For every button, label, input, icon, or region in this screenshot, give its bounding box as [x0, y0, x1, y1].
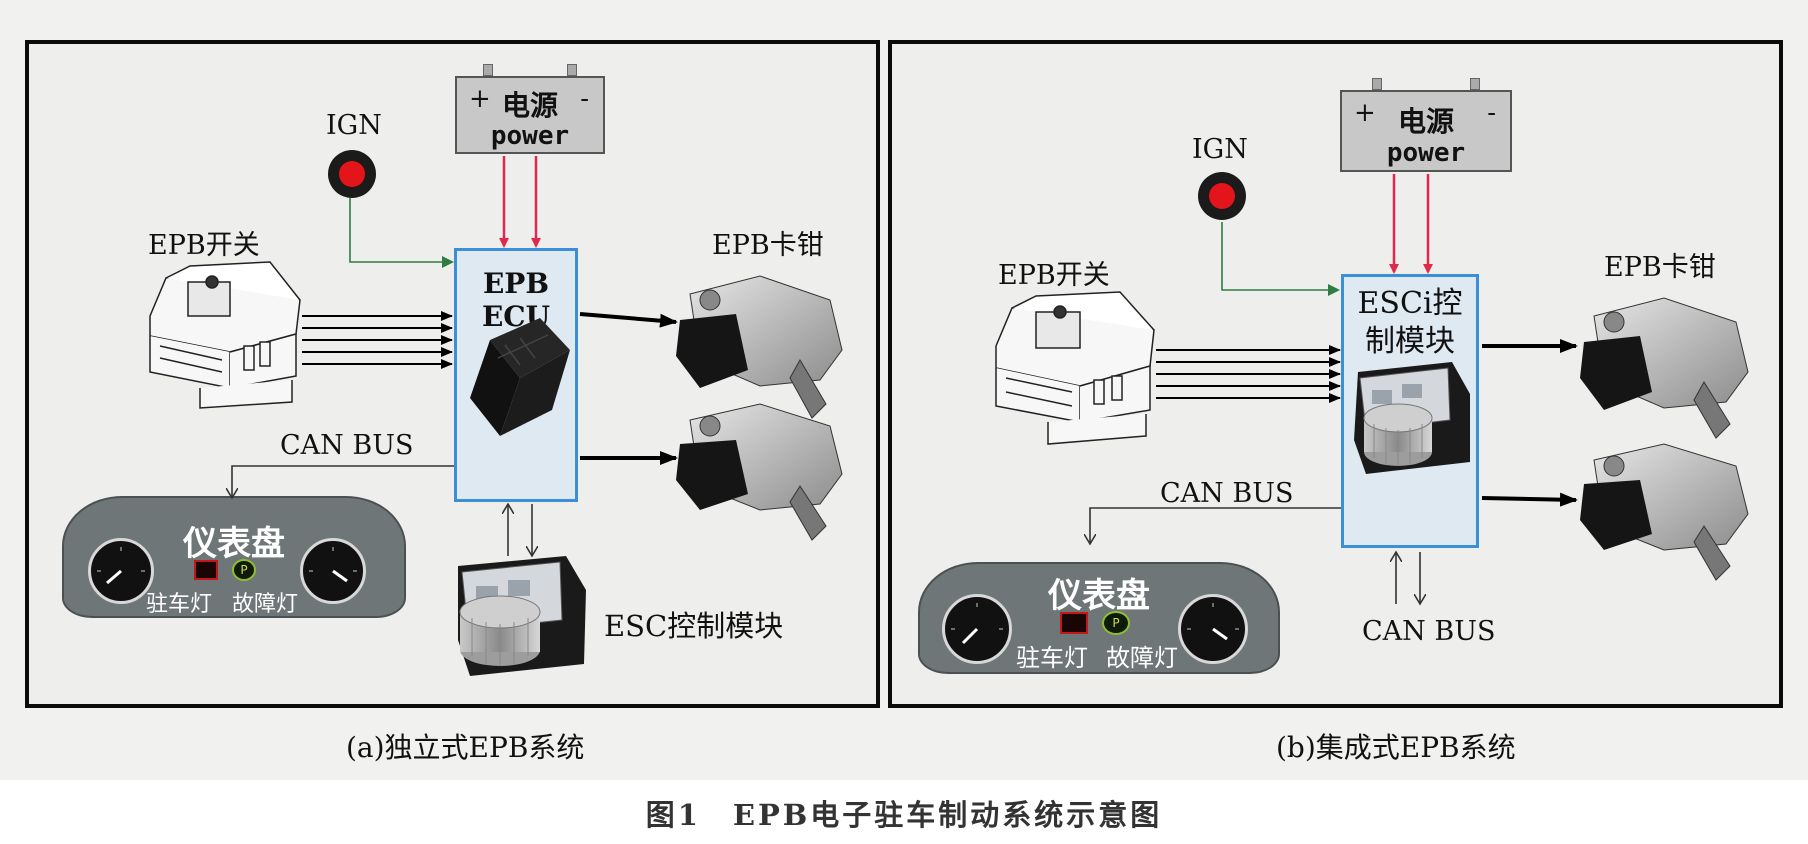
can-bus-arrow-a	[232, 465, 454, 498]
plus-sign: +	[469, 84, 491, 114]
caliper-arrows-a	[579, 312, 678, 465]
can-bus-arrow-b	[1090, 507, 1341, 544]
epb-switch-icon	[149, 261, 301, 409]
esc-bidirectional-arrows-a	[508, 504, 532, 556]
ign-indicator-icon	[328, 150, 376, 198]
can-bus-label: CAN BUS	[280, 430, 414, 461]
park-warning-icon	[1060, 612, 1088, 634]
cluster-title: 仪表盘	[1048, 576, 1150, 616]
fault-light-label: 故障灯	[1106, 644, 1178, 672]
epb-caliper-icon	[1580, 443, 1749, 581]
battery-terminal-icon	[483, 64, 493, 76]
power-arrows-a	[499, 156, 541, 248]
battery-terminal-icon	[1372, 78, 1382, 90]
fault-warning-icon: P	[1102, 611, 1130, 635]
epb-caliper-label: EPB卡钳	[1604, 252, 1716, 283]
epb-switch-icon	[995, 291, 1155, 445]
epb-switch-label: EPB开关	[998, 260, 1110, 291]
epb-switch-label: EPB开关	[148, 230, 260, 261]
esci-module-icon	[1354, 362, 1470, 474]
caliper-arrows-b	[1481, 339, 1578, 507]
fault-light-label: 故障灯	[232, 592, 299, 617]
module-label-line1: ESCi控	[1357, 286, 1463, 321]
power-label-zh: 电源	[501, 89, 558, 122]
gauge-right-icon	[300, 538, 366, 604]
epb-caliper-label: EPB卡钳	[712, 230, 824, 261]
esc-module-icon	[458, 556, 586, 676]
plus-sign: +	[1354, 98, 1376, 128]
gauge-left-icon	[88, 538, 154, 604]
power-label-en: power	[1386, 138, 1466, 168]
minus-sign: -	[1487, 98, 1496, 128]
switch-signal-arrows-a	[302, 311, 453, 369]
gauge-left-icon	[942, 594, 1012, 664]
ign-indicator-icon	[1198, 172, 1246, 220]
gauge-right-icon	[1178, 594, 1248, 664]
minus-sign: -	[580, 84, 589, 114]
instrument-cluster-a: 仪表盘 P 驻车灯 故障灯	[62, 496, 406, 618]
esc-module-label: ESC控制模块	[604, 609, 784, 643]
ign-signal-arrow-a	[349, 198, 454, 268]
epb-caliper-icon	[676, 403, 843, 541]
fault-warning-icon: P	[232, 559, 256, 581]
can-bus-label: CAN BUS	[1160, 478, 1294, 509]
can-bus-bottom-label: CAN BUS	[1362, 616, 1496, 647]
cluster-title: 仪表盘	[183, 524, 285, 564]
ign-label: IGN	[1192, 134, 1248, 165]
instrument-cluster-b: 仪表盘 P 驻车灯 故障灯	[918, 562, 1280, 674]
caption-b: (b)集成式EPB系统	[1276, 731, 1516, 764]
epb-caliper-icon	[676, 275, 843, 419]
ign-label: IGN	[326, 110, 382, 141]
ign-signal-arrow-b	[1221, 222, 1340, 296]
power-arrows-b	[1389, 174, 1433, 274]
power-label-en: power	[490, 121, 570, 151]
power-label-zh: 电源	[1397, 105, 1454, 138]
figure-caption: 图1 EPB电子驻车制动系统示意图	[645, 798, 1163, 832]
ecu-module-icon	[470, 318, 570, 436]
battery-terminal-icon	[567, 64, 577, 76]
can-bus-bidirectional-arrows-b	[1396, 552, 1420, 604]
battery-terminal-icon	[1470, 78, 1480, 90]
module-label-line2: 制模块	[1365, 324, 1455, 359]
power-battery-b: + 电源 - power	[1340, 78, 1512, 172]
power-battery-a: + 电源 - power	[455, 64, 605, 154]
caption-a: (a)独立式EPB系统	[346, 731, 585, 764]
epb-caliper-icon	[1580, 297, 1749, 439]
park-light-label: 驻车灯	[1016, 644, 1088, 672]
park-light-label: 驻车灯	[146, 592, 213, 617]
park-warning-icon	[194, 560, 218, 580]
switch-signal-arrows-b	[1156, 345, 1341, 403]
